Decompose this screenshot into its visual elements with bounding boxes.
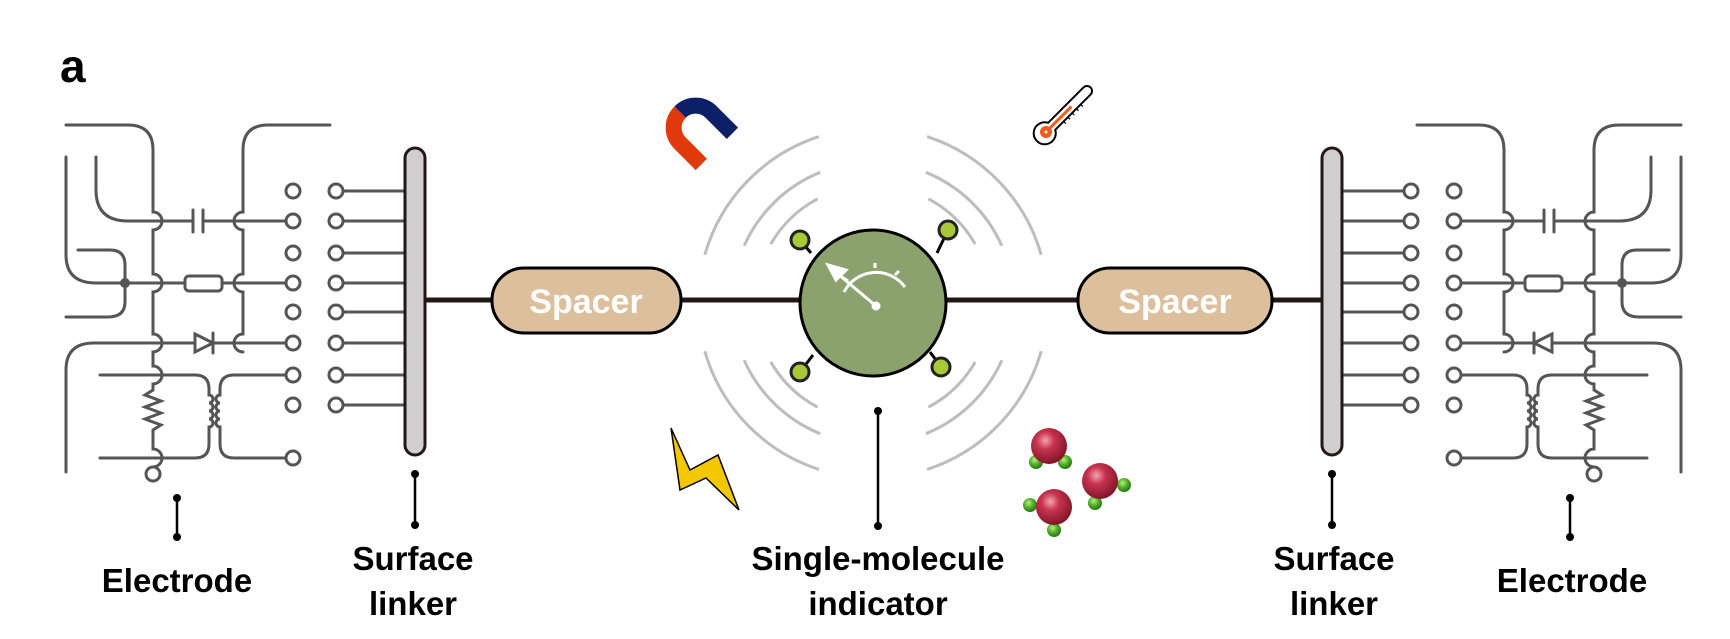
surface-linker-right-label-line2: linker [1290, 585, 1378, 622]
surface-linker-left-label-line1: Surface [352, 540, 473, 577]
molecules-icon [1023, 428, 1131, 537]
wave-arc [927, 197, 977, 245]
surface-linker-right-label-line1: Surface [1273, 540, 1394, 577]
ligand [937, 219, 959, 241]
electrode-right-label: Electrode [1497, 562, 1647, 599]
spacer-left: Spacer [490, 266, 683, 335]
wave-arc [926, 135, 1043, 256]
left-electrode-and-linker [64, 123, 427, 543]
wave-arc [925, 359, 1004, 436]
gauge-icon [825, 262, 907, 311]
wave-arc [925, 170, 1004, 247]
ligand [930, 356, 952, 378]
surface-linker-left-label-line2: linker [369, 585, 457, 622]
ligand [789, 361, 811, 383]
wave-arc [927, 361, 977, 409]
right-electrode-and-linker [1320, 123, 1683, 543]
ligand [789, 229, 811, 251]
wave-arc [742, 170, 821, 247]
spacer-left-label: Spacer [529, 283, 642, 321]
pointer-dot [874, 522, 882, 530]
single-molecule-indicator [789, 219, 959, 383]
signal-waves [703, 135, 1043, 471]
thermometer-icon [1032, 85, 1093, 146]
wave-arc [769, 361, 819, 409]
wave-arc [703, 350, 820, 471]
spacer-right: Spacer [1076, 266, 1274, 335]
indicator-label-line1: Single-molecule [751, 540, 1004, 577]
indicator-label-line2: indicator [808, 585, 948, 622]
magnet-icon [665, 97, 739, 171]
pointer-dot [874, 407, 882, 415]
wave-arc [926, 350, 1043, 471]
spacer-right-label: Spacer [1118, 283, 1231, 321]
electrode-left-label: Electrode [102, 562, 252, 599]
wave-arc [703, 135, 820, 256]
lightning-icon [670, 427, 740, 511]
wave-arc [742, 359, 821, 436]
wave-arc [769, 197, 819, 245]
panel-label: a [60, 40, 86, 92]
